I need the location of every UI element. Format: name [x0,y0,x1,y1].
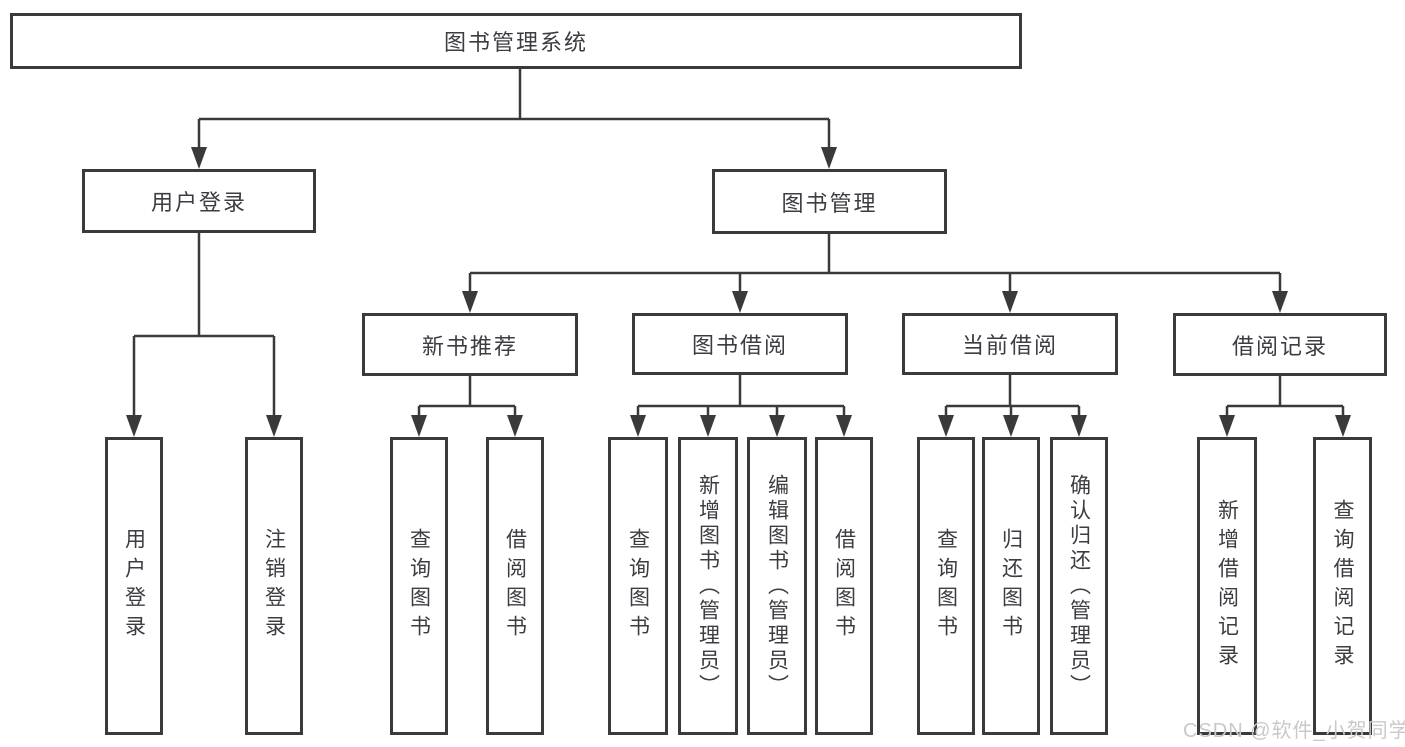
leaf-query-books-borrow: 查询图书 [608,437,668,735]
node-book-management: 图书管理 [712,169,947,234]
leaf-add-borrow-record: 新增借阅记录 [1197,437,1257,735]
node-current-borrow: 当前借阅 [902,313,1118,375]
watermark: CSDN @软件_小贺同学 [1183,720,1405,742]
leaf-query-books-current: 查询图书 [917,437,975,735]
leaf-edit-books-admin: 编辑图书（管理员） [747,437,807,735]
leaf-user-login: 用户登录 [105,437,163,735]
node-borrow-records: 借阅记录 [1173,313,1387,376]
node-root: 图书管理系统 [10,13,1022,69]
leaf-borrow-books-recommend: 借阅图书 [486,437,544,735]
node-new-book-recommend: 新书推荐 [362,313,578,376]
arrowheads [126,147,1351,437]
leaf-logout: 注销登录 [245,437,303,735]
node-book-borrow: 图书借阅 [632,313,848,375]
leaf-query-books-recommend: 查询图书 [390,437,448,735]
leaf-query-borrow-record: 查询借阅记录 [1313,437,1372,735]
leaf-return-books: 归还图书 [982,437,1040,735]
leaf-borrow-books: 借阅图书 [815,437,873,735]
node-user-login: 用户登录 [82,169,316,233]
leaf-add-books-admin: 新增图书（管理员） [678,437,738,735]
leaf-confirm-return-admin: 确认归还（管理员） [1050,437,1108,735]
